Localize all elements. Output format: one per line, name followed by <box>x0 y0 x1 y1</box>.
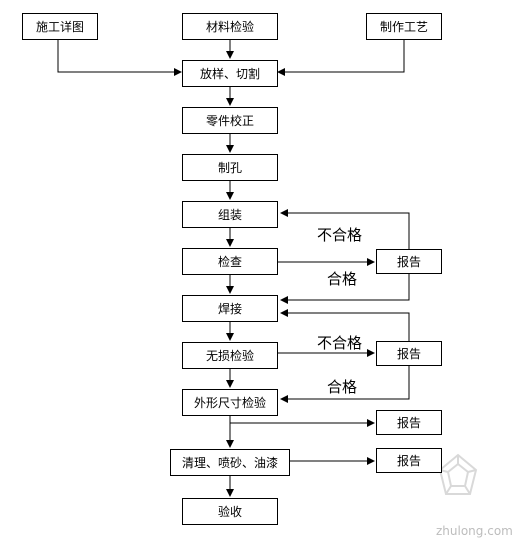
node-baogao-3: 报告 <box>376 410 442 435</box>
node-baogao-2: 报告 <box>376 341 442 366</box>
connector-zhizuo-fangyang <box>277 39 405 76</box>
node-wusun-jianyan: 无损检验 <box>182 342 278 369</box>
connector-baogao2-waixing <box>280 366 410 403</box>
node-qingli-penshayouqi: 清理、喷砂、油漆 <box>170 449 290 476</box>
node-zhikong: 制孔 <box>182 154 278 181</box>
node-hanjie: 焊接 <box>182 295 278 322</box>
node-waixing-chicun-jianyan: 外形尺寸检验 <box>182 389 278 416</box>
node-zuzhuang: 组装 <box>182 201 278 228</box>
label-buhege-2: 不合格 <box>317 334 363 352</box>
node-yanshou: 验收 <box>182 498 278 525</box>
connector-baogao1-hanjie <box>280 273 410 304</box>
watermark-text: zhulong.com <box>436 524 513 538</box>
node-fangyang-qiege: 放样、切割 <box>182 60 278 87</box>
watermark-logo-icon <box>438 453 478 495</box>
label-hege-1: 合格 <box>327 270 358 288</box>
label-hege-2: 合格 <box>327 378 358 396</box>
node-lingjian-jiaozheng: 零件校正 <box>182 107 278 134</box>
connector-shigong-fangyang <box>57 39 182 76</box>
connector-baogao1-zuzhuang <box>280 209 410 249</box>
node-baogao-1: 报告 <box>376 249 442 274</box>
node-jiancha: 检查 <box>182 248 278 275</box>
label-buhege-1: 不合格 <box>317 226 363 244</box>
node-zhizuo-gongyi: 制作工艺 <box>366 13 442 40</box>
node-baogao-4: 报告 <box>376 448 442 473</box>
connector-baogao2-hanjie <box>280 309 410 341</box>
node-cailiao-jianyan: 材料检验 <box>182 13 278 40</box>
node-shigong-xiangtu: 施工详图 <box>22 13 98 40</box>
